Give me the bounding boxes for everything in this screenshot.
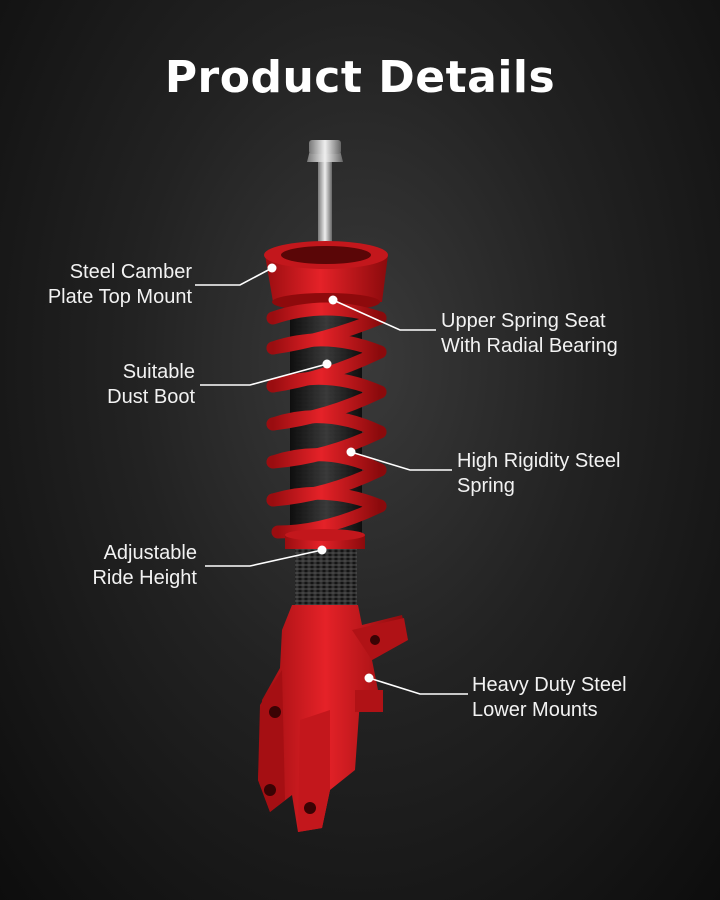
dot-mounts [364, 673, 374, 683]
callout-upper-spring-seat: Upper Spring Seat With Radial Bearing [441, 309, 618, 359]
callout-high-rigidity-spring: High Rigidity Steel Spring [457, 449, 620, 499]
callout-heavy-duty-mounts: Heavy Duty Steel Lower Mounts [472, 673, 627, 723]
leader-upper-seat [332, 299, 436, 331]
callout-line: Heavy Duty Steel [472, 674, 627, 696]
callout-line: Steel Camber [69, 261, 192, 283]
leader-dust-boot [200, 363, 328, 386]
callout-line: Dust Boot [107, 386, 195, 408]
dot-spring [346, 447, 356, 457]
top-bolt [305, 140, 345, 256]
dot-upper-seat [328, 295, 338, 305]
callout-suitable-dust-boot: Suitable Dust Boot [107, 360, 195, 410]
lower-spring-seat [285, 529, 365, 549]
callout-adjustable-ride-height: Adjustable Ride Height [92, 541, 197, 591]
leader-spring [350, 451, 452, 471]
callout-line: Spring [457, 475, 515, 497]
dot-camber [267, 263, 277, 273]
coil-spring [266, 302, 387, 539]
leader-lines [195, 267, 468, 695]
callout-line: Adjustable [103, 542, 197, 564]
callout-line: Suitable [122, 361, 195, 383]
callout-line: Lower Mounts [472, 699, 598, 721]
leader-camber [195, 267, 273, 286]
callout-line: Upper Spring Seat [441, 310, 606, 332]
lower-threaded-body [298, 550, 352, 615]
page-title: Product Details [164, 52, 556, 103]
callout-line: Ride Height [92, 567, 197, 589]
lower-mount [258, 605, 408, 832]
leader-mounts [368, 677, 468, 695]
camber-plate [264, 241, 388, 311]
leader-ride-height [205, 549, 323, 567]
leader-dots [267, 263, 374, 683]
callout-line: With Radial Bearing [441, 335, 618, 357]
callout-line: High Rigidity Steel [457, 450, 621, 472]
dot-ride-height [317, 545, 327, 555]
dot-dust-boot [322, 359, 332, 369]
callout-line: Plate Top Mount [47, 286, 192, 308]
callout-steel-camber-plate: Steel Camber Plate Top Mount [48, 260, 192, 310]
